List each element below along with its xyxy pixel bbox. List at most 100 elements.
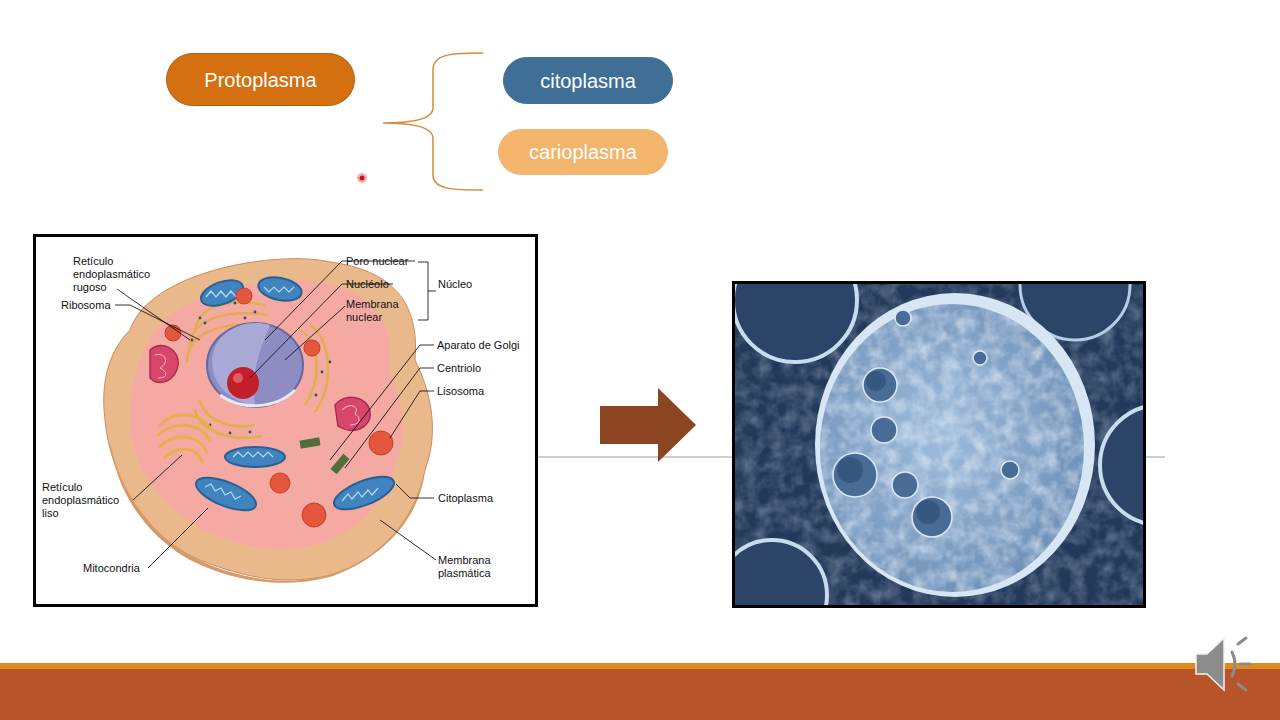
speaker-icon — [1196, 638, 1250, 690]
part-label: Lisosoma — [437, 385, 517, 398]
cell-illustration — [206, 291, 236, 297]
leader-lines — [418, 262, 428, 320]
cell-illustration — [302, 503, 326, 527]
part-label: Mitocondria — [83, 562, 153, 575]
micrograph-photo — [895, 310, 911, 326]
branch-pill: citoplasma — [503, 57, 673, 104]
cell-illustration — [310, 325, 328, 412]
leader-lines — [117, 289, 190, 340]
cell-illustration — [234, 302, 237, 305]
leader-lines — [330, 345, 434, 460]
cell-illustration — [191, 302, 332, 435]
cell-illustration — [236, 288, 252, 304]
micrograph-photo — [1100, 405, 1143, 525]
pointer-dot — [357, 173, 367, 183]
cell-illustration — [192, 471, 260, 517]
cell-illustration — [165, 325, 181, 341]
footer-band — [0, 669, 1280, 720]
part-label: Citoplasma — [438, 492, 518, 505]
cell-illustration — [155, 354, 166, 378]
micrograph-photo — [833, 310, 1019, 537]
leader-lines — [428, 291, 436, 292]
micrograph-photo — [820, 304, 1084, 592]
cell-illustration — [264, 287, 294, 292]
speaker-icon — [1238, 638, 1246, 644]
cell-illustration — [330, 470, 398, 516]
part-label: Nucléolo — [346, 278, 406, 291]
micrograph-photo — [815, 293, 1095, 597]
brace — [383, 53, 483, 190]
cell-illustration — [315, 394, 318, 397]
cell-illustration — [270, 473, 290, 493]
micrograph-photo — [837, 457, 863, 483]
pointer-dot — [360, 176, 365, 181]
cell-illustration — [204, 322, 207, 325]
cell-illustration — [225, 447, 285, 467]
speaker-icon — [1196, 638, 1224, 690]
cell-illustration — [254, 311, 257, 314]
leader-lines — [265, 261, 415, 340]
cell-illustration — [299, 437, 320, 448]
cell-illustration — [165, 288, 393, 527]
cell-illustration — [342, 488, 378, 501]
part-label: Membrana nuclear — [346, 298, 408, 324]
cell-illustration — [229, 432, 232, 435]
part-label: Poro nuclear — [346, 255, 426, 268]
leader-lines — [285, 306, 345, 360]
micrograph-photo — [820, 304, 1084, 592]
micrograph-photo — [892, 472, 918, 498]
micrograph-photo — [916, 500, 940, 524]
speaker-icon — [1232, 638, 1250, 690]
cell-illustration — [150, 346, 370, 431]
leader-lines — [396, 484, 434, 498]
cell-illustration — [212, 323, 270, 405]
micrograph-photo — [735, 284, 857, 362]
part-label: Aparato de Golgi — [437, 339, 537, 352]
cell-illustration — [256, 274, 304, 305]
micrograph-photo — [735, 540, 827, 605]
micrograph-photo — [1001, 461, 1019, 479]
cell-illustration — [369, 431, 393, 455]
part-label: Centriolo — [437, 362, 517, 375]
cell-illustration — [331, 454, 350, 474]
footer-line — [0, 663, 1280, 669]
cell-illustration — [244, 317, 247, 320]
leader-lines — [390, 391, 434, 438]
pill-label: carioplasma — [529, 140, 637, 164]
cell-illustration — [299, 437, 349, 474]
block-arrow — [600, 388, 696, 462]
leader-lines — [380, 520, 436, 560]
pill-label: citoplasma — [540, 69, 636, 93]
micrograph-photo — [735, 284, 1143, 605]
speaker-icon — [1232, 652, 1235, 676]
part-label: Núcleo — [438, 278, 498, 291]
speaker-icon — [1240, 663, 1250, 666]
cell-illustration — [233, 373, 243, 383]
cell-illustration — [150, 346, 178, 383]
leader-lines — [133, 455, 182, 500]
cell-illustration — [192, 274, 398, 517]
leader-lines — [345, 368, 434, 468]
micrograph-photo — [871, 417, 897, 443]
micrograph-photo — [866, 371, 886, 391]
micrograph-photo — [973, 351, 987, 365]
leader-lines — [115, 261, 436, 568]
cell-illustration — [233, 452, 273, 457]
micrograph-photo — [863, 368, 897, 402]
cell-illustration — [205, 484, 241, 499]
cell-illustration — [104, 259, 433, 580]
leader-lines — [115, 305, 200, 340]
part-label: Retículo endoplasmático rugoso — [73, 255, 158, 294]
branch-pill: carioplasma — [498, 129, 668, 175]
cell-illustration — [321, 371, 324, 374]
cell-illustration — [304, 340, 320, 356]
cell-illustration — [329, 361, 332, 364]
cell-illustration — [191, 339, 194, 342]
cell-illustration — [199, 317, 202, 320]
cell-illustration — [249, 431, 252, 434]
cell-illustration — [104, 259, 433, 583]
cell-illustration — [342, 406, 359, 425]
micrograph-photo — [833, 453, 877, 497]
